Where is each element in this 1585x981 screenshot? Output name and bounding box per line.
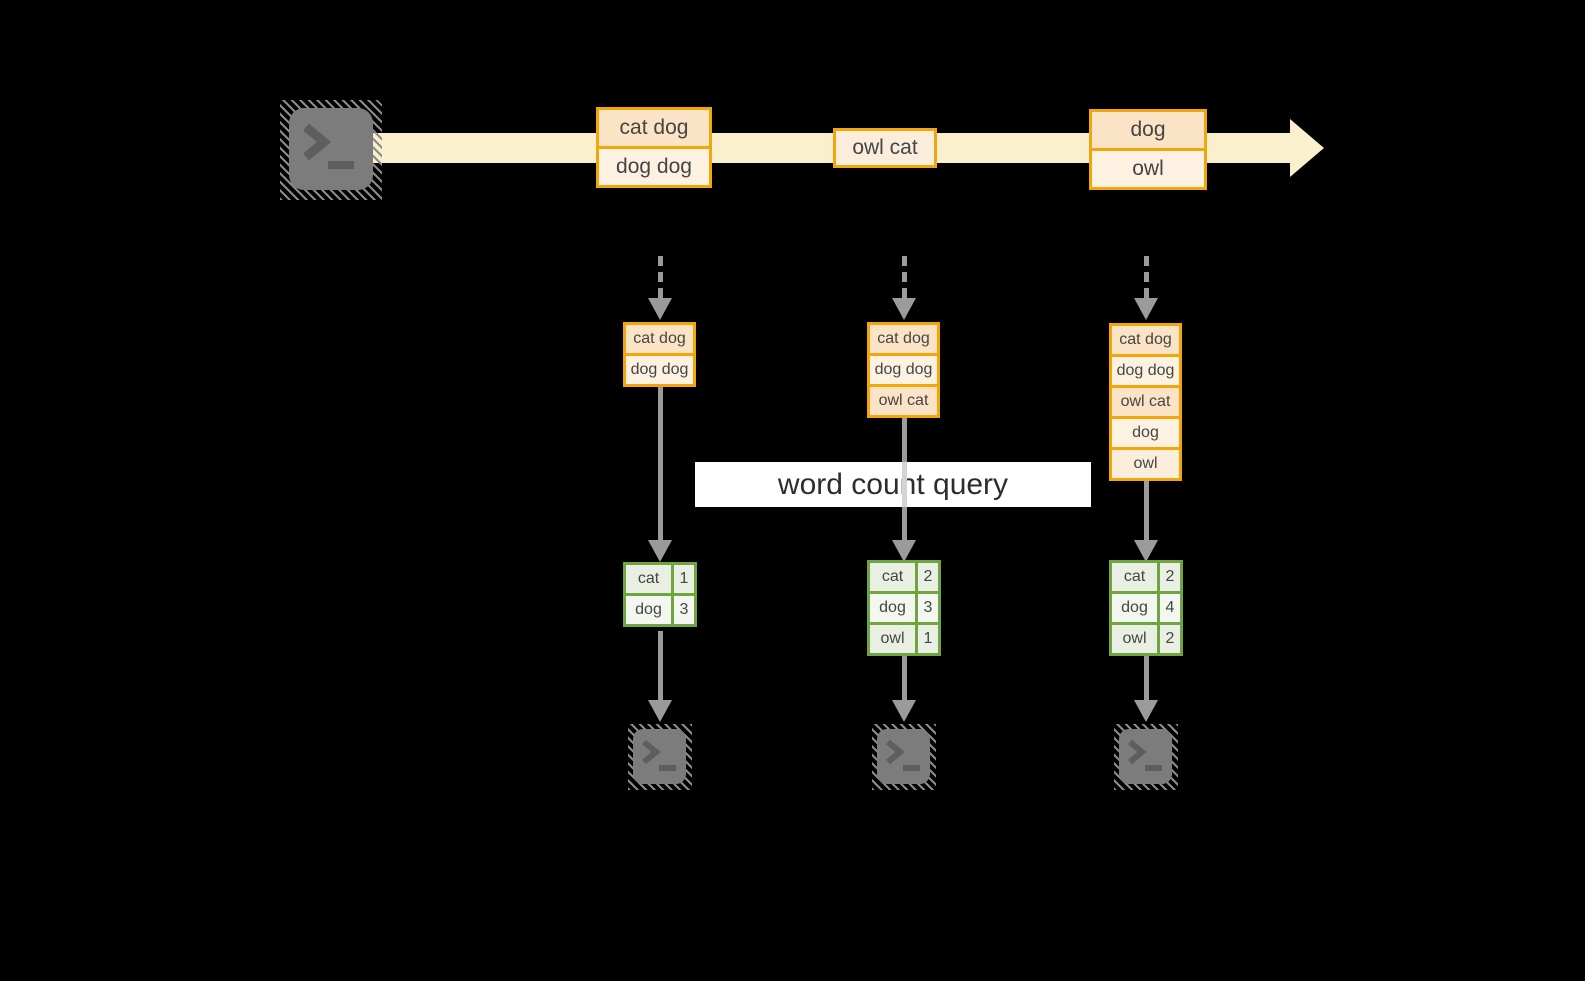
count-table-word: cat (626, 565, 671, 593)
query-arrow-2-overlay (902, 462, 907, 507)
stream-event-box-2: owl cat (833, 128, 937, 168)
stack-cell: owl cat (1112, 388, 1179, 416)
event-cell: dog dog (599, 149, 709, 185)
terminal-icon (877, 729, 930, 784)
query-banner-label: word count query (777, 467, 1009, 501)
stack-cell: dog dog (626, 356, 693, 384)
stack-cell: dog (1112, 419, 1179, 447)
count-table-count: 1 (918, 625, 938, 653)
count-table-count: 2 (918, 563, 938, 591)
ingest-arrow-1 (658, 256, 663, 298)
count-table-count: 2 (1160, 563, 1180, 591)
count-table-count: 4 (1160, 594, 1180, 622)
terminal-prompt-glyph (885, 739, 920, 771)
ingest-arrow-2 (902, 256, 907, 298)
consumer-terminal-icon-1 (628, 724, 692, 790)
ingest-arrowhead-1 (648, 298, 672, 320)
event-cell: owl cat (836, 131, 934, 165)
count-table-word: owl (870, 625, 915, 653)
query-arrowhead-3 (1134, 540, 1158, 562)
count-table-word: cat (870, 563, 915, 591)
consumer-terminal-icon-3 (1114, 724, 1178, 790)
count-table-3: cat 2 dog 4 owl 2 (1109, 560, 1183, 656)
count-table-word: dog (626, 596, 671, 624)
count-table-count: 1 (674, 565, 694, 593)
ingest-arrowhead-2 (892, 298, 916, 320)
stack-cell: cat dog (626, 325, 693, 353)
terminal-icon (633, 729, 686, 784)
event-cell: cat dog (599, 110, 709, 146)
query-arrow-3 (1144, 481, 1149, 542)
terminal-prompt-glyph (641, 739, 676, 771)
event-cell: dog (1092, 112, 1204, 148)
query-arrowhead-2 (892, 540, 916, 562)
query-arrow-1 (658, 387, 663, 542)
stream-event-box-1: cat dog dog dog (596, 107, 712, 188)
ingest-arrowhead-3 (1134, 298, 1158, 320)
count-table-2: cat 2 dog 3 owl 1 (867, 560, 941, 656)
consumer-terminal-icon-2 (872, 724, 936, 790)
count-table-1: cat 1 dog 3 (623, 562, 697, 627)
stack-cell: owl cat (870, 387, 937, 415)
event-cell: owl (1092, 151, 1204, 187)
ingest-arrow-3 (1144, 256, 1149, 298)
stack-cell: cat dog (870, 325, 937, 353)
output-arrowhead-2 (892, 700, 916, 722)
state-stack-3: cat dog dog dog owl cat dog owl (1109, 323, 1182, 481)
output-arrow-3 (1144, 656, 1149, 700)
count-table-count: 2 (1160, 625, 1180, 653)
count-table-count: 3 (918, 594, 938, 622)
count-table-count: 3 (674, 596, 694, 624)
terminal-prompt-glyph (1127, 739, 1162, 771)
output-arrow-2 (902, 656, 907, 700)
count-table-word: cat (1112, 563, 1157, 591)
count-table-word: dog (870, 594, 915, 622)
state-stack-1: cat dog dog dog (623, 322, 696, 387)
output-arrow-1 (658, 631, 663, 700)
terminal-icon (1119, 729, 1172, 784)
output-arrowhead-1 (648, 700, 672, 722)
query-arrowhead-1 (648, 540, 672, 562)
terminal-prompt-glyph (303, 123, 354, 169)
state-stack-2: cat dog dog dog owl cat (867, 322, 940, 418)
stream-event-box-3: dog owl (1089, 109, 1207, 190)
source-terminal-icon (280, 100, 382, 200)
output-arrowhead-3 (1134, 700, 1158, 722)
stream-arrowhead (1290, 119, 1324, 177)
count-table-word: owl (1112, 625, 1157, 653)
stack-cell: dog dog (1112, 357, 1179, 385)
stack-cell: owl (1112, 450, 1179, 478)
query-banner: word count query (695, 462, 1091, 507)
count-table-word: dog (1112, 594, 1157, 622)
stack-cell: dog dog (870, 356, 937, 384)
terminal-icon (289, 108, 373, 190)
stack-cell: cat dog (1112, 326, 1179, 354)
